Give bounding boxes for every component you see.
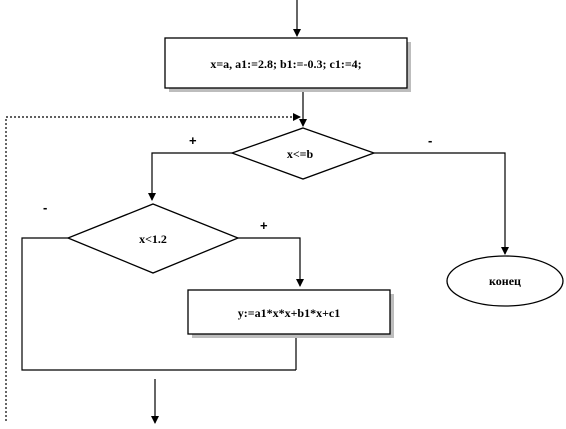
loop-no-label: - xyxy=(428,133,432,148)
branch-no-label: - xyxy=(43,200,47,215)
formula-block-text: y:=a1*x*x+b1*x+c1 xyxy=(238,306,341,320)
branch-no-connector xyxy=(21,237,296,371)
end-terminal-text: конец xyxy=(489,274,521,288)
branch-condition-text: x<1.2 xyxy=(139,232,167,246)
loop-no-connector xyxy=(374,152,509,255)
branch-yes-connector xyxy=(238,237,304,287)
end-terminal: конец xyxy=(446,255,564,307)
loop-back-line xyxy=(5,113,301,421)
branch-decision: x<1.2 xyxy=(66,203,240,274)
loop-decision: x<=b xyxy=(230,127,376,180)
loop-yes-connector xyxy=(148,152,232,201)
init-block-text: x=a, a1:=2.8; b1:=-0.3; c1:=4; xyxy=(210,57,361,71)
branch-yes-label: + xyxy=(260,218,268,233)
loop-condition-text: x<=b xyxy=(287,147,314,161)
loop-yes-label: + xyxy=(189,133,197,148)
init-block: x=a, a1:=2.8; b1:=-0.3; c1:=4; xyxy=(164,37,411,92)
formula-block: y:=a1*x*x+b1*x+c1 xyxy=(187,289,394,338)
